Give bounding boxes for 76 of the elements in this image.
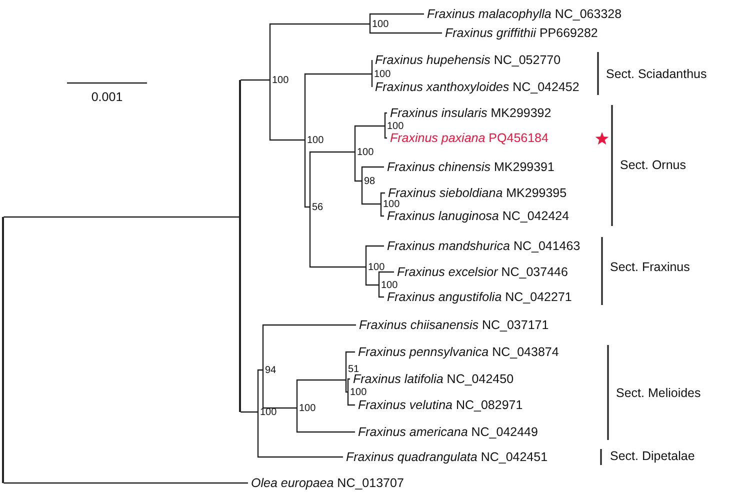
- taxon-label: Fraxinus insularis MK299392: [387, 105, 552, 121]
- bootstrap-value: 100: [381, 199, 400, 211]
- taxon-label: Fraxinus quadrangulata NC_042451: [343, 449, 548, 465]
- taxon-label: Fraxinus velutina NC_082971: [355, 397, 523, 413]
- section-label: Sect. Melioides: [616, 385, 701, 401]
- tree-branch: [269, 23, 370, 80]
- taxon-label: Fraxinus angustifolia NC_042271: [384, 289, 572, 305]
- tree-branch: [296, 408, 355, 433]
- taxon-label: Olea europaea NC_013707: [248, 475, 404, 491]
- bootstrap-value: 100: [385, 121, 404, 133]
- tree-branch: [269, 80, 305, 141]
- tree-branch: [345, 380, 348, 393]
- tree-branch: [347, 392, 355, 406]
- tree-branch: [262, 324, 356, 370]
- taxon-label: Fraxinus xanthoxyloides NC_042452: [372, 79, 580, 95]
- tree-branch: [240, 411, 258, 413]
- bootstrap-value: 100: [370, 19, 389, 31]
- bootstrap-value: 100: [297, 403, 316, 415]
- tree-branch: [380, 204, 384, 217]
- tree-branch: [371, 74, 373, 88]
- bootstrap-value: 98: [362, 176, 376, 188]
- section-label: Sect. Ornus: [620, 157, 686, 173]
- taxon-label: Fraxinus griffithii PP669282: [442, 25, 598, 41]
- tree-branch: [309, 207, 366, 268]
- tree-branch: [4, 216, 240, 218]
- bootstrap-value: 100: [270, 75, 289, 87]
- tree-branch: [378, 271, 394, 285]
- tree-branch: [304, 73, 372, 140]
- tree-branch: [257, 369, 263, 412]
- tree-branch: [384, 126, 387, 139]
- taxon-label: Fraxinus latifolia NC_042450: [350, 371, 514, 387]
- tree-branch: [347, 378, 350, 392]
- section-label: Sect. Fraxinus: [610, 259, 690, 275]
- bootstrap-value: 100: [305, 135, 324, 147]
- tree-branch: [257, 412, 343, 458]
- taxon-label: Fraxinus chiisanensis NC_037171: [356, 317, 549, 333]
- bootstrap-value: 94: [263, 365, 276, 377]
- tree-branch: [262, 370, 297, 409]
- tree-branch: [309, 151, 355, 207]
- taxon-label: Fraxinus mandshurica NC_041463: [384, 238, 580, 254]
- tree-branch: [345, 351, 355, 380]
- tree-branch: [378, 285, 384, 298]
- taxon-label: Fraxinus paxiana PQ456184: [387, 130, 548, 146]
- bootstrap-value: 100: [372, 69, 391, 81]
- taxon-label: Fraxinus americana NC_042449: [355, 424, 538, 440]
- tree-branch: [354, 152, 362, 182]
- tree-branch: [361, 181, 381, 205]
- taxon-label: Fraxinus pennsylvanica NC_043874: [355, 344, 559, 360]
- tree-branch: [369, 24, 442, 34]
- tree-branch: [371, 59, 373, 74]
- tree-branch: [361, 166, 384, 181]
- tree-branch: [365, 267, 379, 286]
- bootstrap-value: 100: [348, 387, 367, 399]
- tree-branch: [4, 482, 248, 484]
- taxon-label: Fraxinus lanuginosa NC_042424: [384, 208, 570, 224]
- tree-branch: [240, 79, 270, 81]
- bootstrap-value: 100: [379, 280, 398, 292]
- tree-branch: [304, 140, 310, 208]
- taxon-label: Fraxinus excelsior NC_037446: [394, 264, 568, 280]
- bootstrap-value: 100: [366, 262, 385, 274]
- bootstrap-value: 100: [258, 407, 277, 419]
- taxon-label: Fraxinus hupehensis NC_052770: [372, 52, 561, 68]
- tree-branch: [296, 379, 346, 408]
- tree-branch: [380, 192, 385, 204]
- section-label: Sect. Sciadanthus: [606, 66, 707, 82]
- bootstrap-value: 56: [310, 202, 324, 214]
- tree-branch: [384, 112, 387, 126]
- tree-branch: [369, 13, 424, 24]
- taxon-label: Fraxinus chinensis MK299391: [384, 159, 554, 175]
- section-label: Sect. Dipetalae: [610, 448, 695, 464]
- taxon-label: Fraxinus malacophylla NC_063328: [424, 6, 622, 22]
- tree-branch: [354, 125, 385, 152]
- bootstrap-value: 100: [355, 147, 374, 159]
- scale-label: 0.001: [91, 89, 123, 105]
- tree-branch: [365, 245, 384, 267]
- taxon-label: Fraxinus sieboldiana MK299395: [385, 185, 567, 201]
